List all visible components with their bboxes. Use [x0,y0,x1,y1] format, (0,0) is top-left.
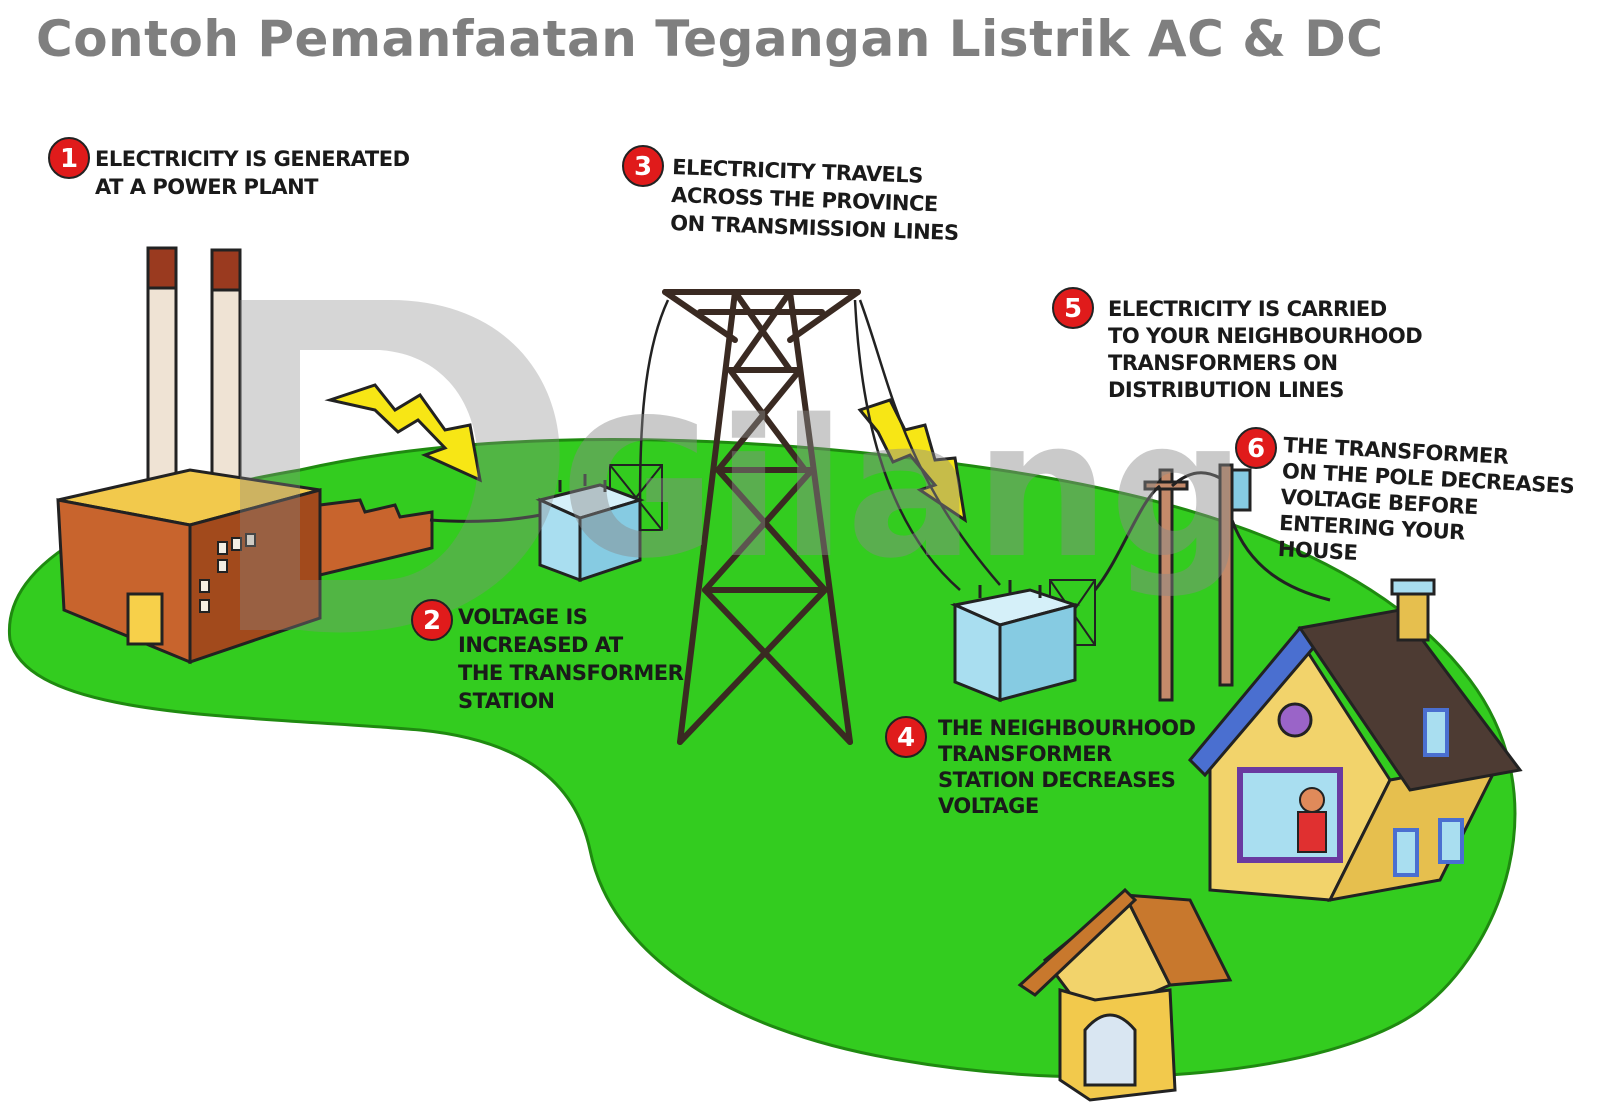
step-caption: ELECTRICITY IS GENERATED AT A POWER PLANT [95,147,410,199]
step-caption-line: TRANSFORMER [938,742,1112,766]
step-caption-line: THE TRANSFORMER [458,661,684,685]
step-caption-line: STATION DECREASES [938,768,1175,792]
transformer-station-stepup [535,464,663,583]
house [1187,578,1523,903]
smokestack-left [146,246,178,505]
step-number: 2 [423,606,441,636]
step-badge [622,145,664,187]
slide-title: Contoh Pemanfaatan Tegangan Listrik AC &… [36,10,1384,68]
step-number: 4 [897,723,915,753]
step-caption-line: VOLTAGE [938,794,1039,818]
step-caption-line: ELECTRICITY IS GENERATED [95,147,410,171]
step-caption-line: ON TRANSMISSION LINES [670,211,959,245]
step-3: 3 ELECTRICITY TRAVELSACROSS THE PROVINCEO… [622,145,961,245]
step-number: 3 [634,152,652,182]
step-caption-line: DISTRIBUTION LINES [1108,378,1344,402]
step-caption-line: TRANSFORMERS ON [1108,351,1338,375]
power-plant [56,246,434,665]
watermark: Gilang [240,300,1246,633]
step-caption-line: ELECTRICITY IS CARRIED [1108,297,1387,321]
step-5: 5 ELECTRICITY IS CARRIED TO YOUR NEIGHBOUR… [1052,287,1423,402]
step-1: 1 ELECTRICITY IS GENERATED AT A POWER PLAN… [48,137,410,199]
step-labels: 1 ELECTRICITY IS GENERATED AT A POWER PLAN… [48,137,1576,818]
distribution-poles [1093,463,1331,702]
step-number: 6 [1247,434,1265,464]
step-caption-line: THE NEIGHBOURHOOD [938,716,1195,740]
step-caption: THE TRANSFORMERON THE POLE DECREASESVOLT… [1277,433,1576,576]
step-caption-line: AT A POWER PLANT [95,175,319,199]
transformer-station-neighbourhood [950,579,1096,703]
step-caption-line: ELECTRICITY TRAVELS [672,155,923,188]
step-caption-line: ACROSS THE PROVINCE [671,183,938,216]
transmission-tower [662,289,861,745]
step-caption-line: TO YOUR NEIGHBOURHOOD [1108,324,1422,348]
step-caption-line: STATION [458,689,555,713]
step-number: 5 [1064,294,1082,324]
step-badge [1052,287,1094,329]
dog-house [1017,887,1233,1102]
step-badge [411,599,453,641]
step-caption: ELECTRICITY IS CARRIED TO YOUR NEIGHBOURH… [1108,297,1422,402]
lightning-bolt-1 [324,383,482,483]
step-2: 2 VOLTAGE IS INCREASED AT THE TRANSFORMER ST… [411,599,684,713]
step-caption: VOLTAGE IS INCREASED AT THE TRANSFORMER STA… [458,605,684,713]
step-badge [1235,427,1277,469]
step-number: 1 [60,144,78,174]
step-badge [885,716,927,758]
step-caption-line: INCREASED AT [458,633,624,657]
step-caption-line: VOLTAGE IS [458,605,587,629]
step-6: 6 THE TRANSFORMERON THE POLE DECREASESVOL… [1235,427,1576,576]
step-caption: ELECTRICITY TRAVELSACROSS THE PROVINCEON… [670,155,961,245]
step-badge [48,137,90,179]
step-caption-line: HOUSE [1277,537,1358,565]
watermark-text: Gilang [560,379,1246,600]
